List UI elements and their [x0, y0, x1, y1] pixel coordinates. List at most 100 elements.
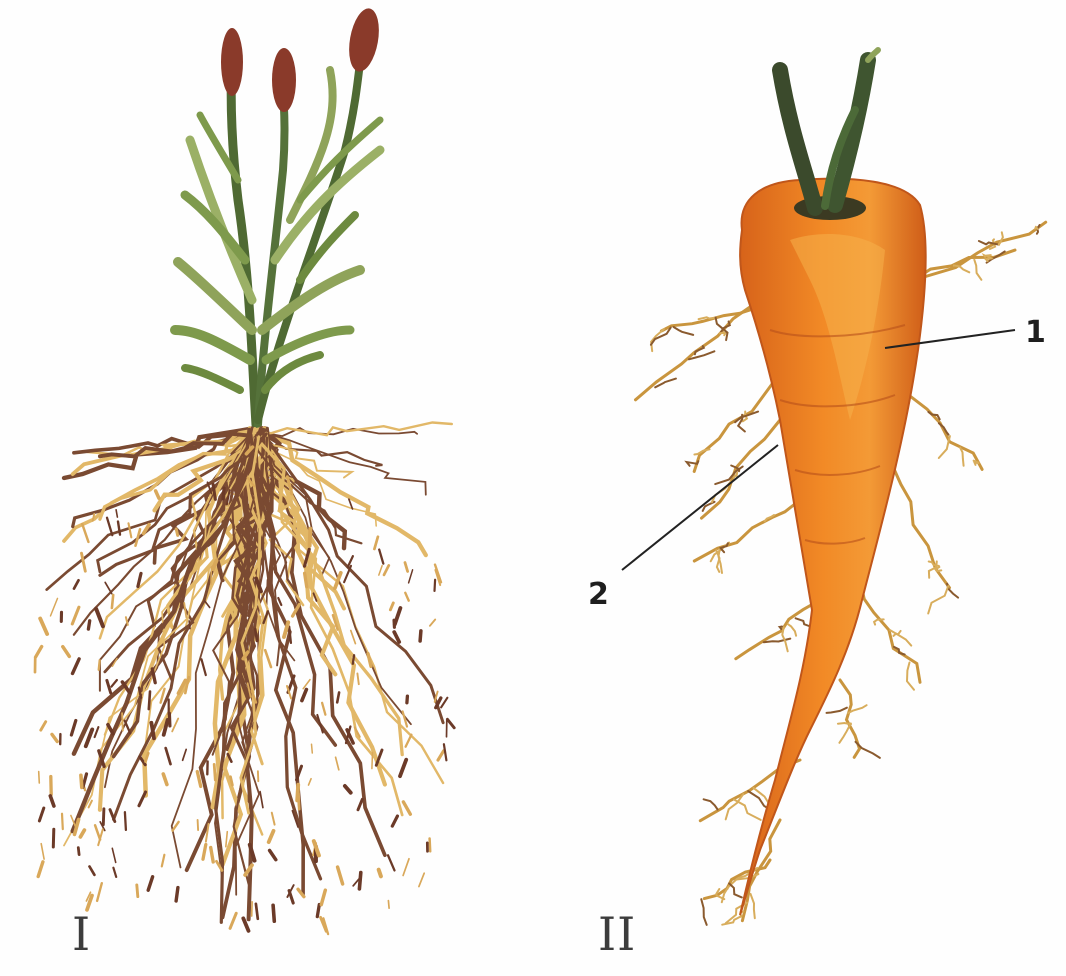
fibrous-root-hair	[112, 595, 113, 608]
fibrous-root-hair	[80, 830, 84, 837]
fibrous-root-hair	[116, 510, 117, 517]
fibrous-root-hair	[107, 518, 112, 536]
fibrous-root-hair	[203, 845, 206, 860]
fibrous-root-hair	[403, 802, 410, 814]
fibrous-root-hair	[357, 673, 358, 684]
taproot-plant	[636, 50, 1046, 925]
fibrous-root-hair	[265, 650, 271, 667]
fibrous-root-hair	[139, 792, 146, 806]
fibrous-root-hair	[337, 693, 339, 703]
fibrous-root-hair	[400, 760, 406, 777]
label-fibrous-root-system: I	[72, 907, 91, 961]
fibrous-root-hair	[223, 488, 224, 499]
lateral-root-branch	[936, 567, 942, 571]
fibrous-root-hair	[107, 680, 111, 693]
fibrous-root-hair	[97, 883, 102, 901]
fibrous-root-hair	[71, 721, 75, 736]
fibrous-root-plant	[35, 6, 454, 934]
fibrous-root-hair	[405, 593, 408, 601]
fibrous-root-hair	[138, 573, 141, 586]
lateral-root-branch	[780, 627, 782, 630]
fibrous-root-hair	[161, 689, 165, 703]
fibrous-root-hair	[41, 722, 46, 730]
fibrous-root-hair	[351, 631, 356, 644]
lateral-root-branch	[939, 436, 950, 458]
fibrous-root-hair	[368, 654, 371, 667]
fibrous-root-hair	[260, 792, 263, 808]
fibrous-root-hair	[409, 570, 413, 583]
fibrous-root-hair	[78, 848, 79, 855]
callout-1-number: 1	[1025, 315, 1046, 350]
fibrous-root-hair	[112, 848, 115, 862]
lateral-root-branch	[651, 329, 664, 351]
fibrous-root-hair	[166, 748, 171, 764]
fibrous-root-hair	[112, 680, 117, 687]
lateral-root-branch	[999, 232, 1003, 244]
fibrous-root-hair	[345, 786, 351, 793]
fibrous-root-hair	[103, 809, 104, 825]
fibrous-root-hair	[169, 713, 170, 726]
fibrous-root-hair	[392, 816, 397, 826]
fibrous-root-hair	[163, 774, 167, 785]
fibrous-root-hair	[303, 680, 310, 689]
fibrous-root-hair	[137, 885, 138, 897]
fibrous-root-hair	[73, 659, 80, 674]
fibrous-root-hair	[278, 598, 281, 605]
fibrous-root-hair	[255, 629, 257, 641]
lateral-root-branch	[796, 618, 809, 626]
lateral-root-branch	[751, 894, 755, 918]
fibrous-root-hair	[72, 607, 79, 624]
fibrous-root-hair	[156, 491, 159, 498]
label-taproot-system: II	[598, 907, 636, 961]
fibrous-root-hair	[430, 620, 435, 626]
fibrous-root-hair	[63, 647, 70, 657]
fibrous-root-hair	[390, 603, 393, 610]
fibrous-root-hair	[40, 619, 47, 635]
lateral-root-branch	[788, 624, 796, 636]
fibrous-root-hair	[62, 814, 63, 829]
fibrous-root-hair	[406, 735, 412, 747]
fibrous-root-hair	[379, 566, 382, 575]
fibrous-root-hair	[172, 719, 178, 732]
fibrous-root-hair	[270, 851, 276, 860]
fibrous-root-hair	[273, 905, 274, 921]
fibrous-root-hair	[198, 820, 199, 830]
fibrous-root-hair	[226, 832, 228, 847]
fibrous-root-hair	[82, 553, 86, 571]
fibrous-root-hair	[96, 609, 103, 627]
fibrous-root-hair	[205, 601, 210, 608]
fibrous-root-hair	[183, 749, 187, 760]
fibrous-root-hair	[184, 603, 186, 617]
fibrous-root-hair	[74, 580, 79, 588]
fibrous-root-hair	[338, 867, 343, 884]
fibrous-root-hair	[379, 550, 383, 564]
fibrous-root-hair	[39, 772, 40, 783]
fibrous-root-hair	[403, 859, 409, 876]
fibrous-root-hair	[374, 537, 378, 549]
fibrous-root-hair	[379, 870, 381, 877]
lateral-root-branch	[907, 663, 914, 690]
fibrous-root-hair	[447, 719, 454, 728]
fibrous-root-hair	[231, 777, 233, 785]
fibrous-root-hair	[230, 913, 236, 928]
fibrous-root-hair	[353, 655, 354, 664]
fibrous-root-hair	[305, 573, 307, 587]
fibrous-root-hair	[125, 812, 126, 830]
fibrous-root-hair	[88, 621, 89, 629]
fibrous-root-hair	[388, 855, 395, 870]
lateral-root-branch	[704, 799, 718, 809]
fibrous-root-hair	[322, 703, 325, 715]
fibrous-root-hair	[388, 901, 389, 909]
fibrous-root-hair	[407, 696, 408, 703]
fibrous-root-hair	[129, 523, 132, 537]
fibrous-root-hair	[438, 751, 444, 760]
fibrous-root-hair	[297, 785, 298, 801]
fibrous-root-hair	[189, 621, 190, 629]
lateral-root-branch	[729, 883, 742, 897]
fibrous-root-hair	[272, 813, 275, 825]
fibrous-root-hair	[444, 744, 447, 760]
fibrous-root-hair	[176, 529, 178, 536]
fibrous-root-hair	[359, 873, 360, 889]
fibrous-root-hair	[99, 660, 100, 670]
